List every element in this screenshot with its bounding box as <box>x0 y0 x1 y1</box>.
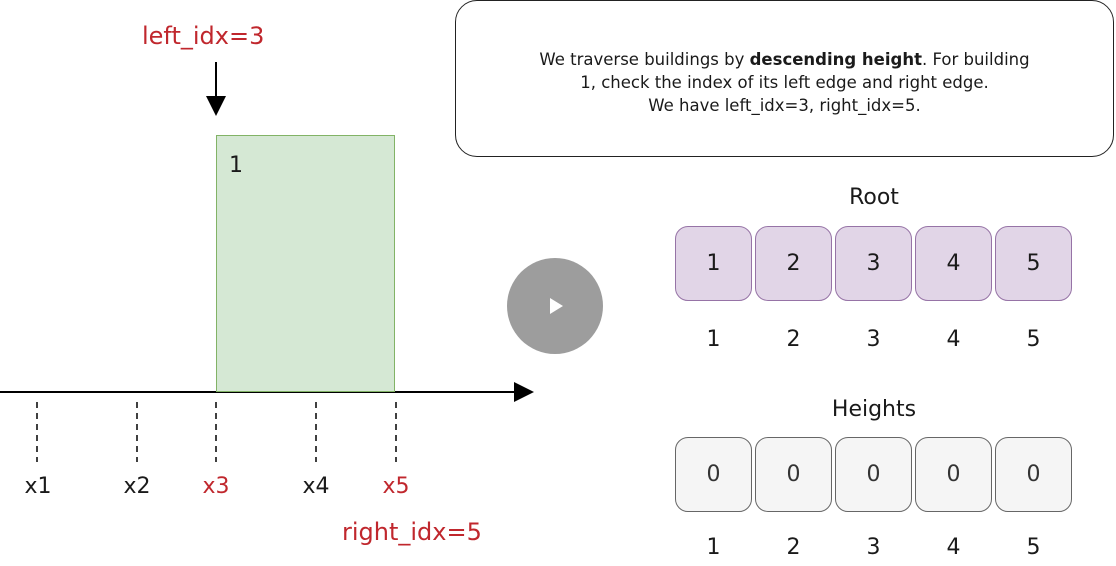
root-index-2: 2 <box>786 327 801 352</box>
building-1 <box>216 135 395 392</box>
building-label: 1 <box>229 153 243 178</box>
root-cell-1: 1 <box>675 226 752 301</box>
root-cell-5: 5 <box>995 226 1072 301</box>
heights-cell-5: 0 <box>995 437 1072 512</box>
play-button[interactable] <box>507 258 603 354</box>
heights-index-3: 3 <box>866 535 881 560</box>
x-label-3: x3 <box>202 474 230 499</box>
note-line-3: We have left_idx=3, right_idx=5. <box>648 96 921 115</box>
x-label-1: x1 <box>24 474 52 499</box>
heights-index-2: 2 <box>786 535 801 560</box>
root-index-3: 3 <box>866 327 881 352</box>
explanation-note: We traverse buildings by descending heig… <box>455 0 1114 157</box>
note-pre: We traverse buildings by <box>539 50 750 69</box>
play-icon <box>550 298 563 314</box>
heights-index-1: 1 <box>706 535 721 560</box>
left-idx-label: left_idx=3 <box>142 22 265 50</box>
root-index-5: 5 <box>1026 327 1041 352</box>
heights-title: Heights <box>831 397 917 422</box>
x-label-2: x2 <box>123 474 151 499</box>
root-cell-4: 4 <box>915 226 992 301</box>
root-index-1: 1 <box>706 327 721 352</box>
note-line-2: 1, check the index of its left edge and … <box>580 73 989 92</box>
heights-cell-3: 0 <box>835 437 912 512</box>
heights-cell-4: 0 <box>915 437 992 512</box>
note-line-1: We traverse buildings by descending heig… <box>539 48 1029 71</box>
note-post: . For building <box>921 50 1030 69</box>
root-index-4: 4 <box>946 327 961 352</box>
x-label-4: x4 <box>302 474 330 499</box>
root-title: Root <box>849 185 899 210</box>
heights-index-4: 4 <box>946 535 961 560</box>
root-cell-2: 2 <box>755 226 832 301</box>
heights-cell-2: 0 <box>755 437 832 512</box>
x-label-5: x5 <box>382 474 410 499</box>
note-bold: descending height <box>749 50 922 69</box>
right-idx-label: right_idx=5 <box>342 518 482 546</box>
root-cell-3: 3 <box>835 226 912 301</box>
heights-cell-1: 0 <box>675 437 752 512</box>
heights-index-5: 5 <box>1026 535 1041 560</box>
